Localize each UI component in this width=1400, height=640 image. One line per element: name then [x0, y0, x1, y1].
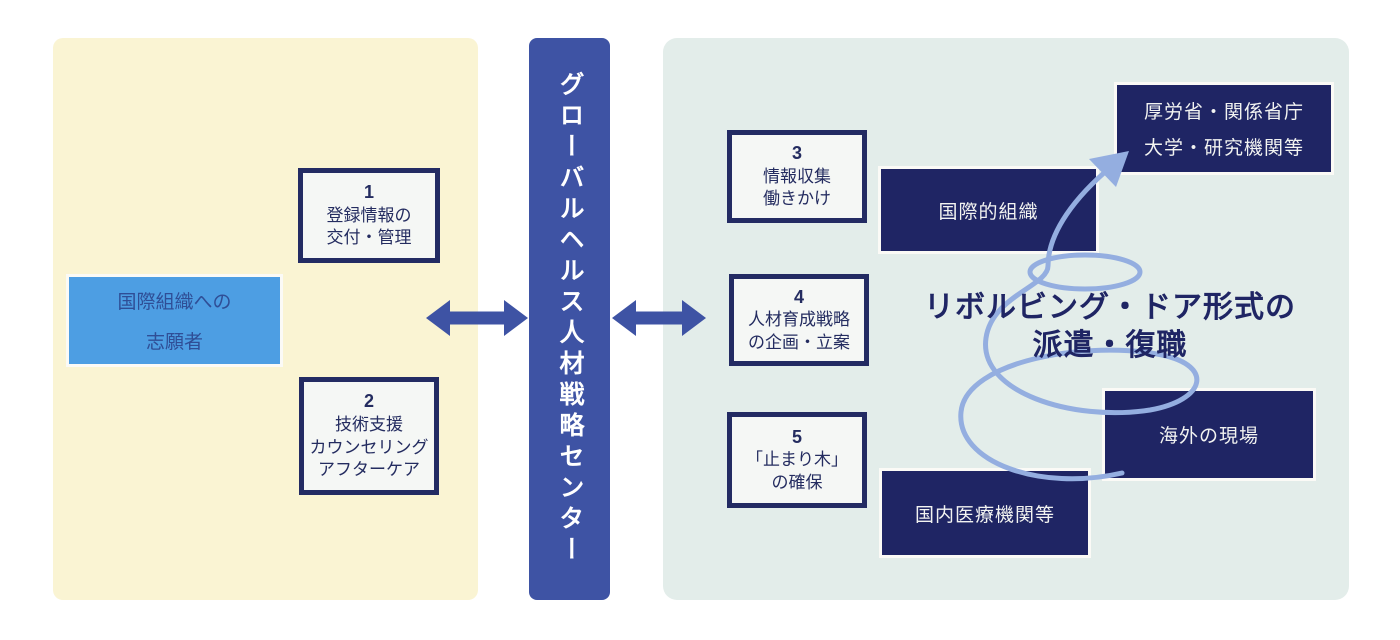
step-box-3: 3 情報収集 働きかけ — [727, 130, 867, 223]
step-1-number: 1 — [363, 182, 374, 203]
step-3-number: 3 — [791, 143, 802, 164]
org-ministries-line1: 厚労省・関係省庁 — [1143, 102, 1304, 123]
center-org-bar-label: グローバルヘルス人材戦略センター — [556, 71, 584, 567]
org-ministries-line2: 大学・研究機関等 — [1143, 138, 1304, 159]
step-2-line2: カウンセリング — [309, 437, 429, 457]
step-1-line2: 交付・管理 — [326, 228, 412, 248]
org-overseas-label: 海外の現場 — [1158, 426, 1259, 447]
step-2-number: 2 — [363, 391, 374, 412]
step-4-number: 4 — [793, 286, 804, 307]
step-5-line1: 「止まり木」 — [746, 450, 848, 470]
applicant-box: 国際組織への 志願者 — [66, 274, 283, 367]
step-2-line1: 技術支援 — [335, 415, 403, 435]
applicant-box-line2: 志願者 — [145, 332, 203, 353]
org-box-overseas: 海外の現場 — [1102, 388, 1316, 481]
step-box-5: 5 「止まり木」 の確保 — [727, 412, 867, 508]
revolving-door-title-line2: 派遣・復職 — [1032, 328, 1188, 362]
org-box-international: 国際的組織 — [878, 166, 1099, 254]
org-box-domestic: 国内医療機関等 — [879, 468, 1091, 558]
revolving-door-title: リボルビング・ドア形式の 派遣・復職 — [905, 289, 1315, 365]
step-3-line1: 情報収集 — [763, 166, 831, 186]
applicant-box-line1: 国際組織への — [117, 292, 232, 313]
step-5-number: 5 — [791, 426, 802, 447]
center-org-bar: グローバルヘルス人材戦略センター — [529, 38, 610, 600]
org-domestic-label: 国内医療機関等 — [914, 504, 1055, 526]
revolving-door-title-line1: リボルビング・ドア形式の — [924, 291, 1296, 324]
step-box-1: 1 登録情報の 交付・管理 — [298, 168, 440, 263]
org-international-label: 国際的組織 — [938, 201, 1039, 223]
step-1-line1: 登録情報の — [326, 205, 412, 225]
step-5-line2: の確保 — [771, 472, 823, 492]
step-3-line2: 働きかけ — [763, 189, 831, 209]
org-box-ministries: 厚労省・関係省庁 大学・研究機関等 — [1114, 82, 1334, 175]
step-box-2: 2 技術支援 カウンセリング アフターケア — [299, 377, 439, 495]
step-4-line2: の企画・立案 — [748, 332, 850, 352]
step-4-line1: 人材育成戦略 — [748, 310, 850, 330]
step-2-line3: アフターケア — [318, 460, 420, 480]
step-box-4: 4 人材育成戦略 の企画・立案 — [729, 274, 869, 366]
